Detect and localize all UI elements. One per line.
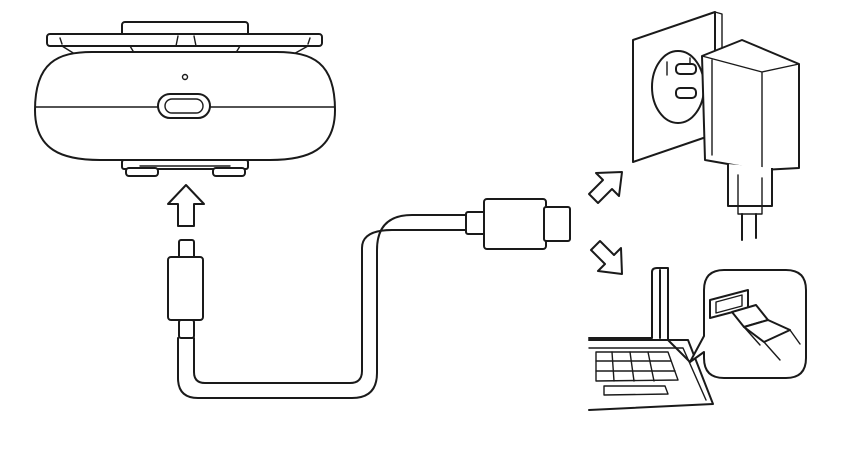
adapter-body <box>701 39 800 171</box>
laptop-keyboard <box>595 351 679 396</box>
usb-c-plug <box>167 239 204 339</box>
to-adapter-arrow <box>588 171 623 204</box>
to-laptop-arrow <box>590 240 623 275</box>
usb-a-plug <box>465 198 571 250</box>
status-led-icon <box>181 73 189 81</box>
speaker-top-mount <box>46 21 323 57</box>
charging-cable <box>177 214 469 399</box>
speaker-device <box>34 21 336 177</box>
insert-arrow <box>167 184 205 227</box>
speaker-button <box>157 93 211 119</box>
wall-adapter <box>632 11 800 241</box>
laptop <box>588 267 807 411</box>
speaker-bottom-base <box>121 159 249 177</box>
